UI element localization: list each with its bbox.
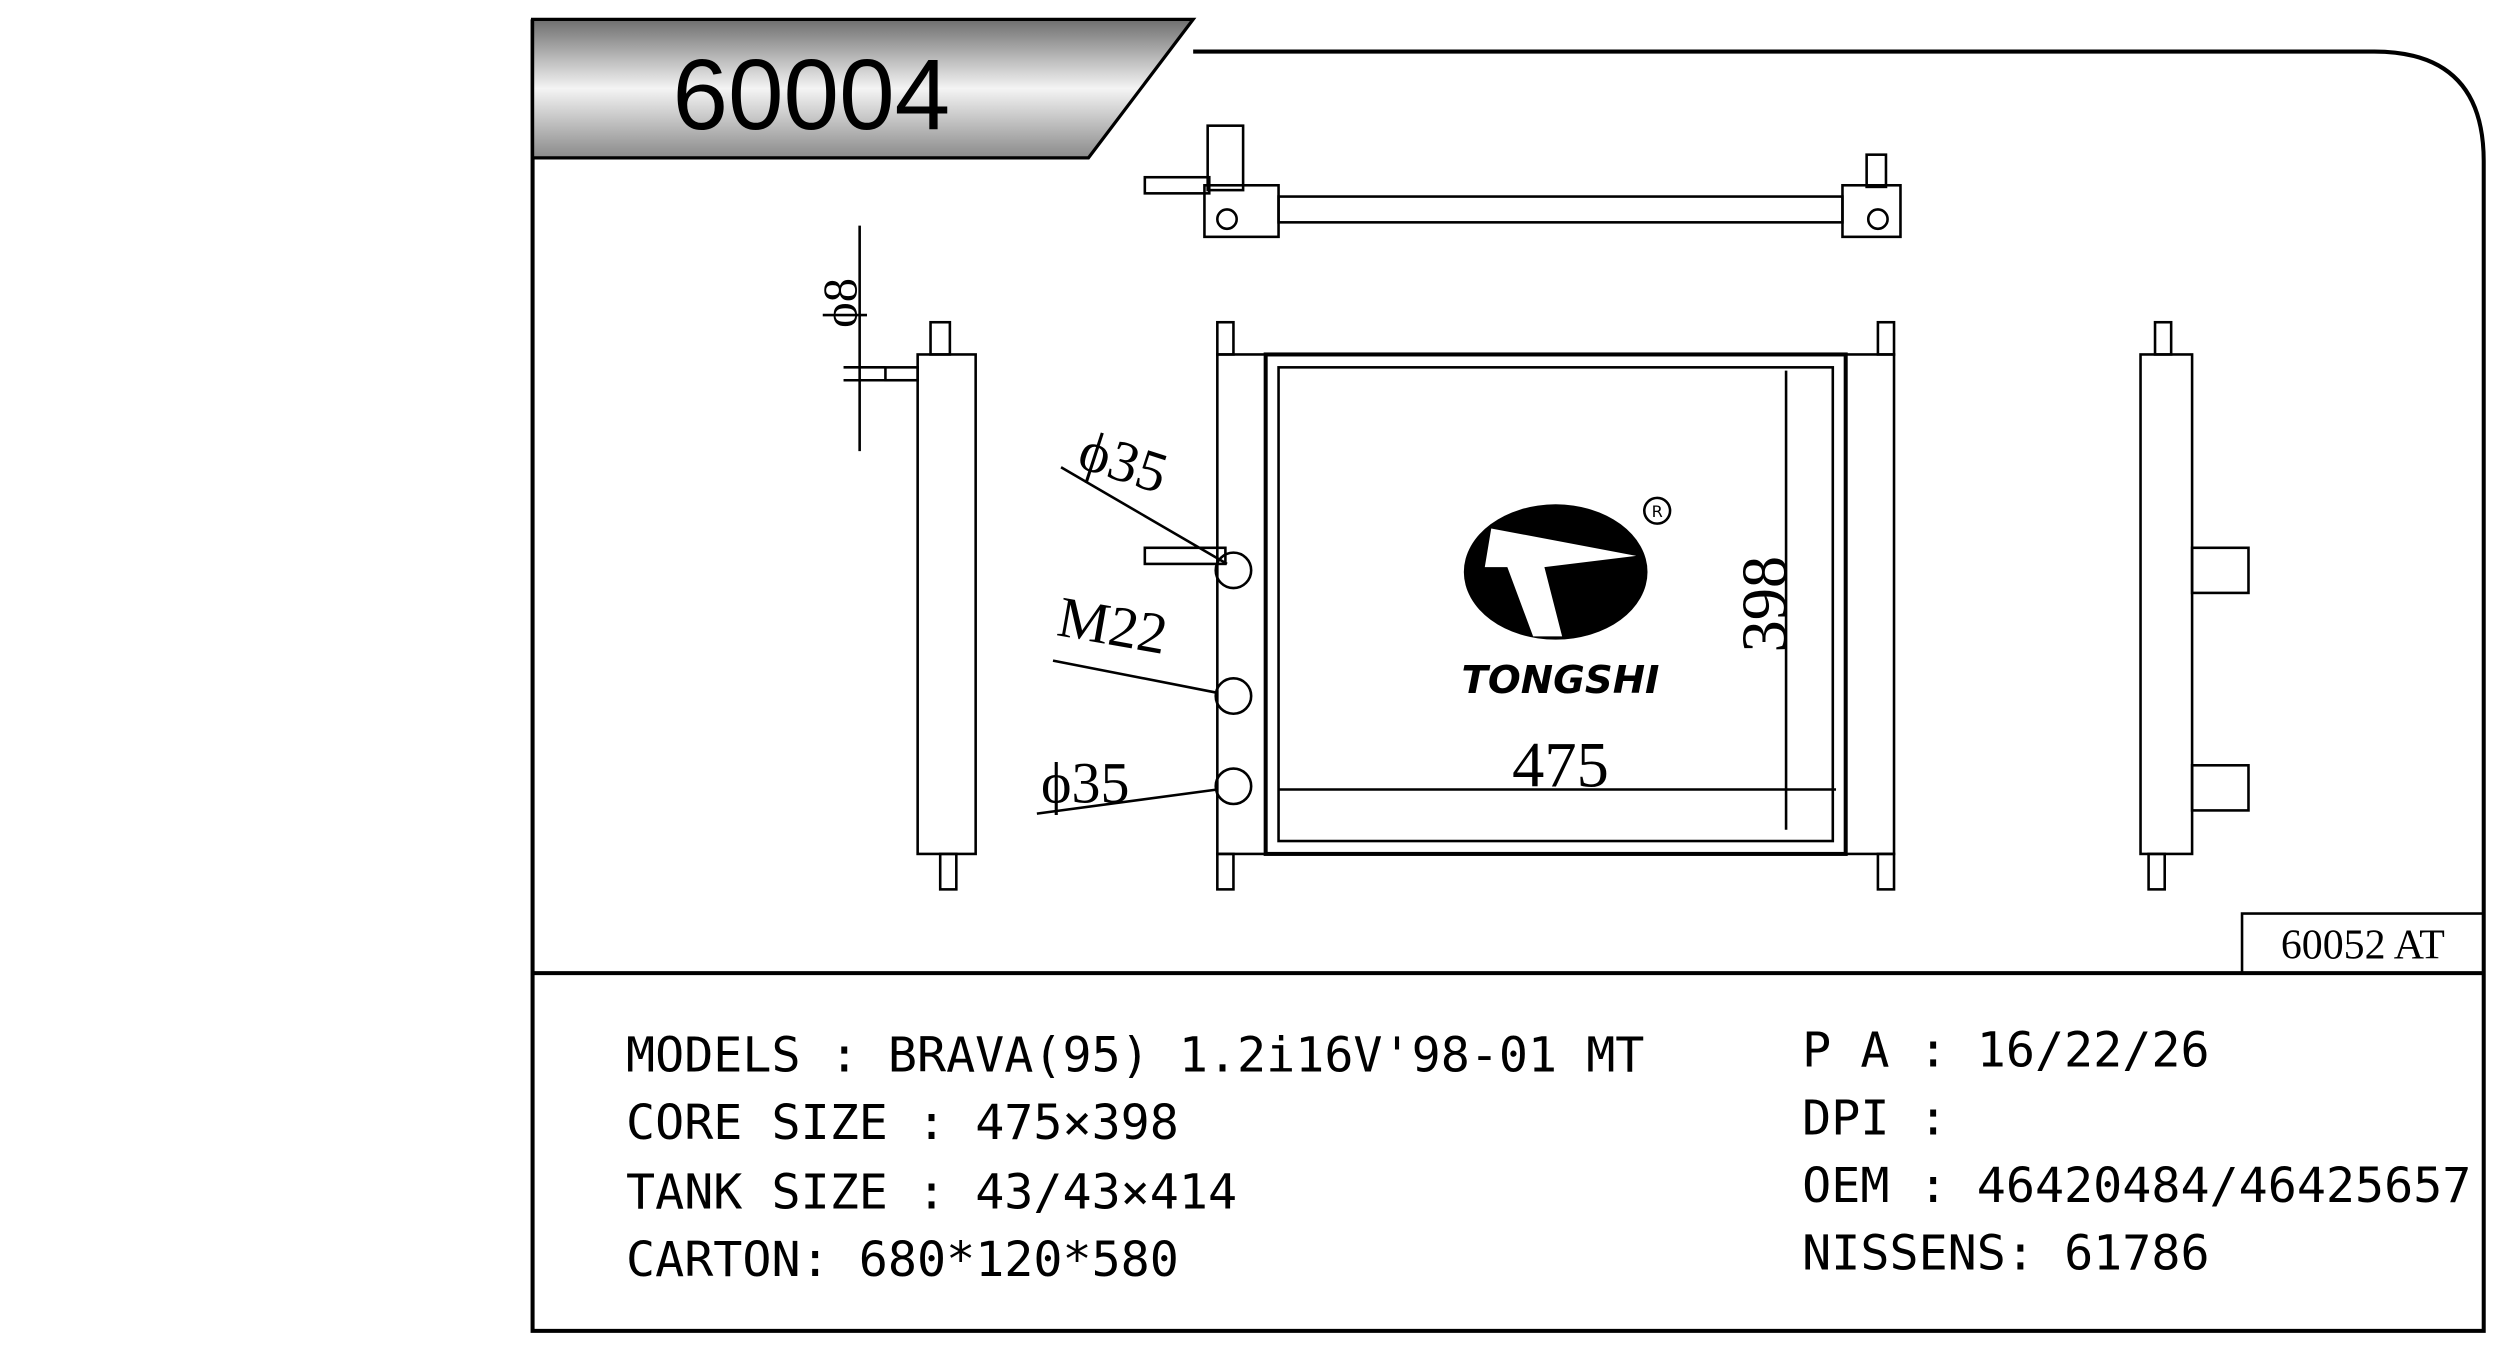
registered-mark: R bbox=[1652, 502, 1663, 521]
inlet-diameter-label: ϕ35 bbox=[1071, 417, 1175, 506]
sheet-frame bbox=[530, 19, 2486, 1333]
spec-pa: P A : 16/22/26 bbox=[1802, 1023, 2209, 1079]
radiator-left-side-view: ϕ8 bbox=[814, 225, 977, 891]
logo-text: TONGSHI bbox=[1462, 658, 1660, 703]
spec-models: MODELS : BRAVA(95) 1.2i16V'98-01 MT bbox=[626, 1027, 1644, 1083]
specs-right: P A : 16/22/26 DPI : OEM : 46420484/4642… bbox=[1802, 1023, 2471, 1282]
spec-oem: OEM : 46420484/46425657 bbox=[1802, 1158, 2471, 1214]
part-number-banner: 60004 bbox=[530, 17, 1197, 160]
pipe-diameter-label: ϕ8 bbox=[814, 278, 867, 328]
part-number: 60004 bbox=[672, 40, 950, 151]
alt-ref-text: 60052 AT bbox=[2281, 923, 2445, 969]
core-height-label: 398 bbox=[1729, 556, 1800, 653]
specs-left: MODELS : BRAVA(95) 1.2i16V'98-01 MT CORE… bbox=[626, 1027, 1644, 1288]
spec-carton: CARTON: 680*120*580 bbox=[626, 1232, 1179, 1288]
radiator-front-view: 475 398 ϕ35 M22 ϕ35 bbox=[1036, 320, 1896, 891]
spec-tank-size: TANK SIZE : 43/43×414 bbox=[626, 1164, 1237, 1220]
radiator-top-view bbox=[1143, 124, 1902, 239]
core-width-label: 475 bbox=[1512, 729, 1609, 800]
spec-dpi: DPI : bbox=[1802, 1090, 1948, 1146]
tongshi-logo: R TONGSHI bbox=[1462, 496, 1672, 703]
thread-label: M22 bbox=[1053, 584, 1172, 667]
alt-ref-box bbox=[2240, 912, 2486, 975]
radiator-right-side-view bbox=[2139, 320, 2250, 891]
outlet-diameter-label: ϕ35 bbox=[1041, 750, 1130, 815]
spec-nissens: NISSENS: 61786 bbox=[1802, 1226, 2209, 1282]
spec-core-size: CORE SIZE : 475×398 bbox=[626, 1095, 1179, 1151]
